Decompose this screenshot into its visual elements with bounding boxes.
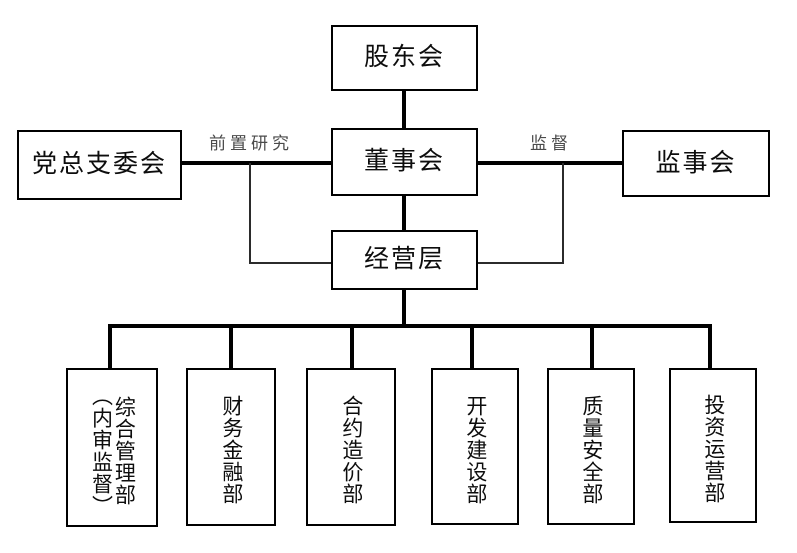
node-board-of-supervisors[interactable]: 监事会 [622, 130, 770, 197]
department-box-quality-safety[interactable]: 质量安全部 [547, 368, 635, 525]
connector-party-board [182, 161, 332, 165]
connector-supervisors-management-vertical [562, 163, 564, 264]
department-stem-5 [590, 324, 594, 369]
connector-board-supervisors [478, 161, 623, 165]
department-box-comprehensive-management[interactable]: 综合管理部 （内审监督） [66, 368, 158, 527]
department-label-main: 财务金融部 [219, 395, 243, 505]
department-stem-6 [708, 324, 712, 369]
node-board-of-directors[interactable]: 董事会 [331, 128, 478, 196]
department-label-main: 质量安全部 [579, 394, 603, 505]
department-label-main: 投资运营部 [701, 393, 725, 504]
node-board-of-supervisors-label: 监事会 [655, 148, 737, 177]
department-box-finance[interactable]: 财务金融部 [186, 368, 276, 526]
department-stem-1 [108, 324, 112, 369]
department-label-sub: （内审监督） [89, 384, 113, 517]
department-box-investment-operation[interactable]: 投资运营部 [669, 368, 757, 523]
edge-label-supervision: 监督 [530, 134, 572, 154]
connector-party-management-horizontal [249, 262, 332, 264]
node-shareholders-meeting[interactable]: 股东会 [331, 25, 478, 91]
department-label-main: 合约造价部 [339, 395, 363, 505]
connector-party-management-vertical [249, 163, 251, 264]
department-stem-4 [470, 324, 474, 369]
department-box-contract-cost[interactable]: 合约造价部 [306, 368, 396, 526]
department-stem-3 [350, 324, 354, 369]
node-party-branch-committee[interactable]: 党总支委会 [17, 130, 182, 200]
connector-supervisors-management-horizontal [477, 262, 563, 264]
node-management-layer[interactable]: 经营层 [331, 230, 478, 290]
edge-label-pre-study: 前置研究 [209, 134, 293, 154]
department-bus [108, 324, 712, 328]
department-label-main: 开发建设部 [463, 394, 487, 505]
connector-board-management [402, 196, 406, 231]
node-board-of-directors-label: 董事会 [363, 147, 445, 176]
node-shareholders-meeting-label: 股东会 [363, 43, 445, 72]
department-stem-2 [229, 324, 233, 369]
department-label-main: 综合管理部 [112, 395, 136, 506]
connector-shareholders-board [402, 91, 406, 129]
node-management-layer-label: 经营层 [363, 245, 445, 274]
node-party-branch-committee-label: 党总支委会 [31, 150, 167, 179]
department-box-development-construction[interactable]: 开发建设部 [431, 368, 519, 525]
connector-management-bus [402, 290, 406, 327]
